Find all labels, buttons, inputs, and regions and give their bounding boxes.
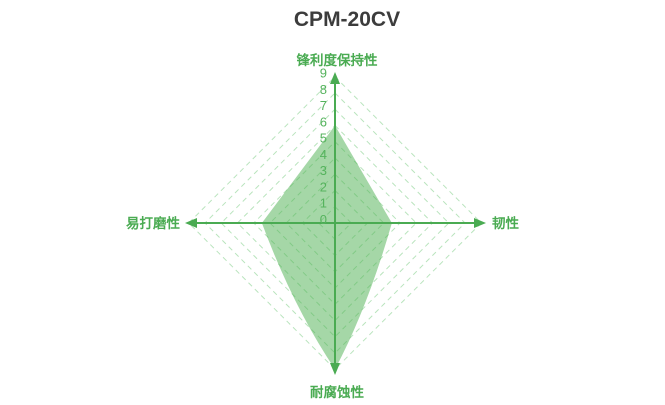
tick-label: 1: [320, 196, 327, 211]
chart-title: CPM-20CV: [294, 8, 400, 31]
axis-label-right: 韧性: [492, 215, 520, 231]
tick-label: 8: [320, 82, 327, 97]
tick-label: 5: [320, 131, 327, 146]
tick-label: 0: [320, 212, 327, 227]
tick-label: 3: [320, 163, 327, 178]
axis-labels: 锋利度保持性 韧性 耐腐蚀性 易打磨性: [126, 52, 520, 400]
axis-arrow-up-icon: [330, 72, 340, 84]
axis-label-left: 易打磨性: [126, 215, 180, 231]
axis-label-top: 锋利度保持性: [297, 52, 378, 68]
axis-arrow-down-icon: [330, 363, 340, 375]
tick-label: 7: [320, 98, 327, 113]
axis-label-bottom: 耐腐蚀性: [310, 384, 364, 400]
axis-arrow-right-icon: [474, 218, 486, 228]
grid-ring: [204, 92, 466, 354]
tick-label: 6: [320, 114, 327, 129]
data-polygon: [261, 125, 392, 370]
tick-label: 2: [320, 179, 327, 194]
tick-label: 9: [320, 66, 327, 81]
data-polygon-layer: [261, 125, 392, 370]
grid-ring: [188, 76, 482, 370]
axes: [185, 72, 486, 375]
grid-ring: [236, 124, 434, 322]
axis-arrow-left-icon: [185, 218, 197, 228]
tick-label: 4: [320, 147, 327, 162]
